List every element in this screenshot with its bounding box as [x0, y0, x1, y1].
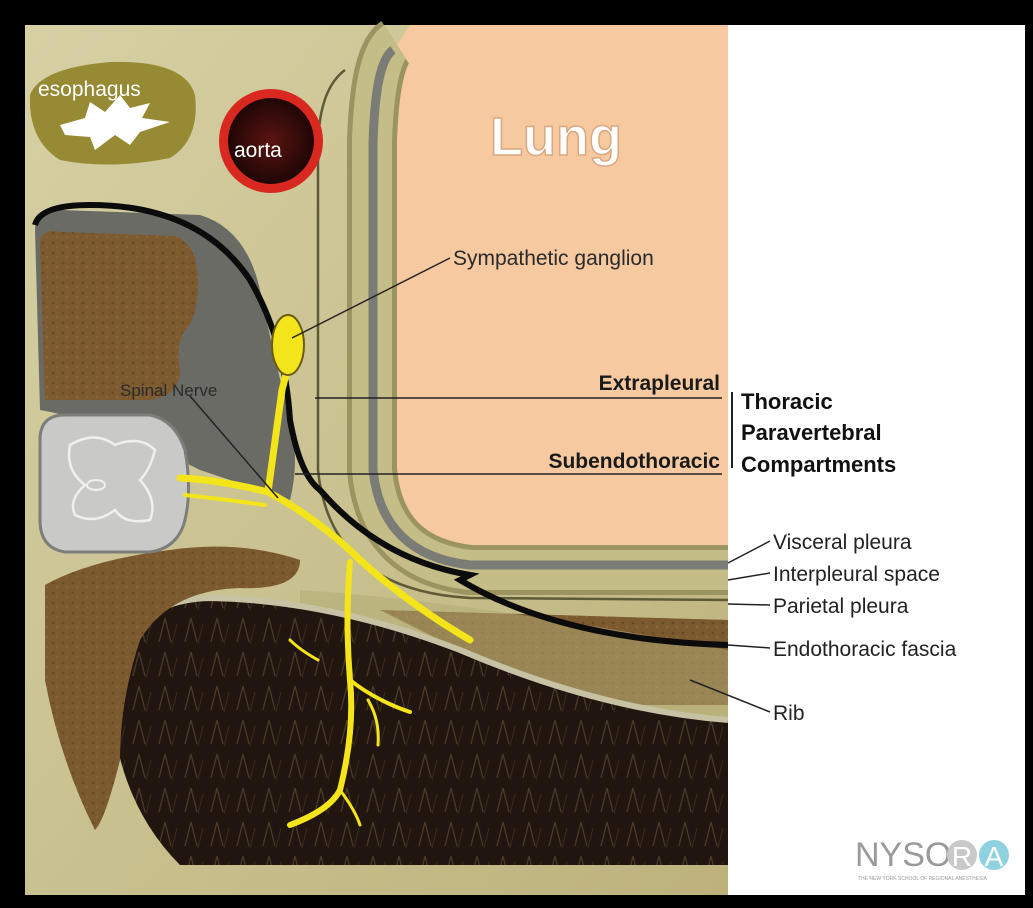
logo-text: NYSO: [855, 836, 951, 874]
vertebral-body-texture: [40, 231, 198, 400]
logo-tagline: THE NEW YORK SCHOOL OF REGIONAL ANESTHES…: [858, 876, 988, 882]
rib-label: Rib: [773, 702, 805, 725]
endothoracic-fascia-label: Endothoracic fascia: [773, 638, 957, 661]
logo-a: A: [985, 841, 1004, 872]
leader-parietal: [728, 604, 770, 605]
nysora-logo: NYSO R A THE NEW YORK SCHOOL OF REGIONAL…: [855, 836, 1009, 882]
lung: [370, 25, 728, 562]
compartment-label-line2: Paravertebral: [741, 420, 882, 445]
aorta-label: aorta: [234, 139, 282, 162]
spinal-nerve-label: Spinal Nerve: [120, 381, 217, 400]
subendothoracic-label: Subendothoracic: [548, 450, 720, 473]
compartment-label-line1: Thoracic: [741, 389, 833, 414]
logo-r: R: [952, 841, 972, 872]
interpleural-space-label: Interpleural space: [773, 563, 940, 586]
esophagus-label: esophagus: [38, 78, 141, 101]
visceral-pleura-label: Visceral pleura: [773, 531, 912, 554]
extrapleural-label: Extrapleural: [599, 372, 720, 395]
sympathetic-ganglion-label: Sympathetic ganglion: [453, 247, 654, 270]
parietal-pleura-label: Parietal pleura: [773, 595, 909, 618]
sympathetic-ganglion: [272, 315, 304, 375]
compartment-label-line3: Compartments: [741, 452, 896, 477]
spinal-cord: [40, 415, 189, 552]
lung-label: Lung: [490, 107, 622, 167]
